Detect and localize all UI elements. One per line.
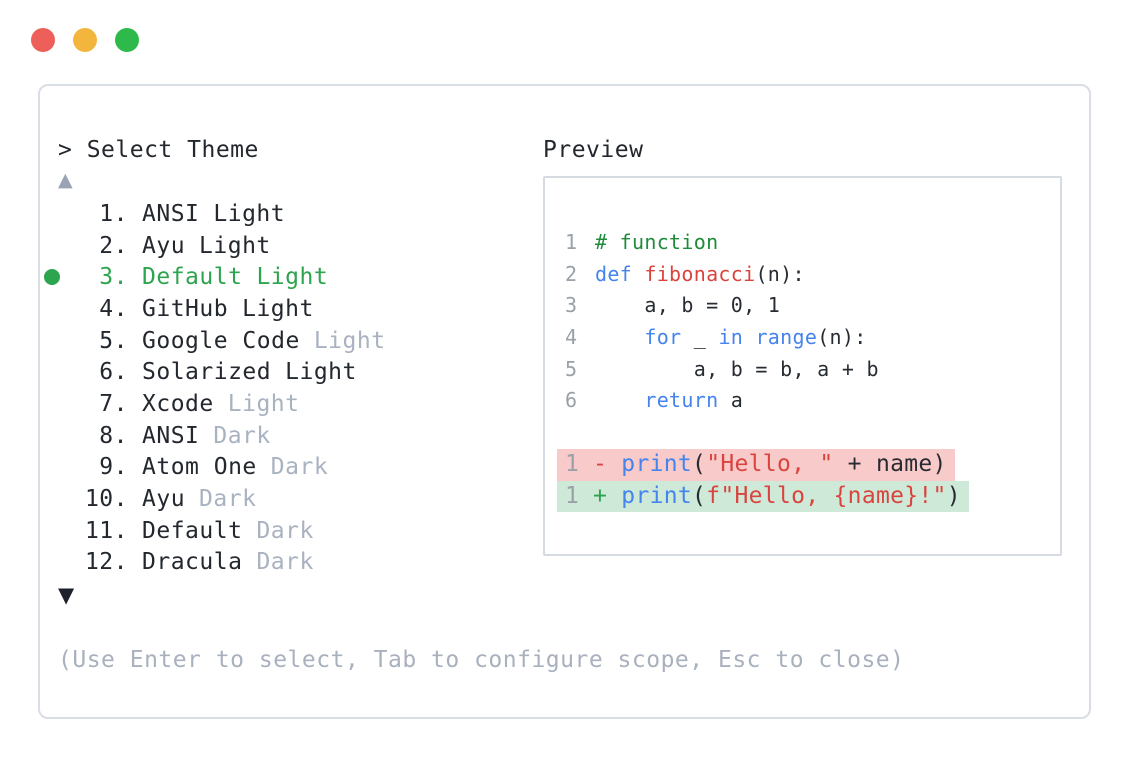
theme-list-item[interactable]: 12. Dracula Dark (42, 547, 386, 579)
theme-number: 12. (84, 549, 128, 576)
marker-spacer (42, 331, 62, 351)
marker-spacer (42, 521, 62, 541)
theme-number: 3. (99, 264, 128, 291)
preview-box: 1 # function 2 def fibonacci(n): 3 a, b = 0,… (543, 176, 1062, 556)
marker-spacer (42, 552, 62, 572)
theme-list-item[interactable]: 5. Google Code Light (42, 325, 386, 357)
marker-spacer (42, 457, 62, 477)
theme-name: Solarized (142, 359, 272, 386)
marker-spacer (42, 299, 62, 319)
theme-name: Atom One (142, 454, 257, 481)
code-text: for _ in range(n): (644, 325, 867, 350)
theme-list-item[interactable]: 3. Default Light (42, 261, 386, 293)
theme-number: 6. (99, 359, 128, 386)
theme-number: 9. (99, 454, 128, 481)
theme-list-item[interactable]: 2. Ayu Light (42, 230, 386, 262)
zoom-button[interactable] (115, 28, 139, 52)
theme-name: ANSI (142, 200, 200, 227)
theme-name: Ayu (142, 486, 186, 513)
line-number: 5 (565, 356, 578, 381)
code-line: 1 # function (565, 227, 1060, 259)
code-text: a, b = b, a + b (595, 356, 879, 381)
code-line: 5 a, b = b, a + b (565, 354, 1060, 386)
diff-block: 1 - print("Hello, " + name) 1 + print(f"Hel… (557, 448, 1060, 513)
marker-spacer (42, 362, 62, 382)
line-number: 1 (565, 482, 579, 509)
theme-number: 1. (99, 200, 128, 227)
line-number: 2 (565, 261, 578, 286)
code-text: + print(f"Hello, {name}!") (593, 482, 961, 509)
selected-indicator-dot (42, 267, 62, 287)
theme-list-item[interactable]: 10. Ayu Dark (42, 483, 386, 515)
theme-number: 10. (84, 486, 128, 513)
theme-list-item[interactable]: 7. Xcode Light (42, 388, 386, 420)
theme-variant: Dark (256, 549, 314, 576)
theme-variant: Light (227, 390, 300, 417)
theme-variant: Dark (199, 486, 257, 513)
line-number: 6 (565, 388, 578, 413)
theme-variant: Light (213, 200, 286, 227)
theme-name: Default (142, 517, 243, 544)
line-number: 1 (565, 450, 579, 477)
theme-list-item[interactable]: 11. Default Dark (42, 515, 386, 547)
theme-number: 7. (99, 390, 128, 417)
theme-list-item[interactable]: 8. ANSI Dark (42, 420, 386, 452)
theme-name: GitHub (142, 295, 229, 322)
theme-name: ANSI (142, 422, 200, 449)
theme-name: Ayu (142, 232, 186, 259)
theme-variant: Light (242, 295, 314, 322)
line-number: 4 (565, 325, 578, 350)
code-line: 4 for _ in range(n): (565, 322, 1060, 354)
theme-number: 5. (99, 327, 128, 354)
theme-number: 2. (99, 232, 128, 259)
code-blank-line (565, 417, 1060, 449)
line-number: 1 (565, 230, 578, 254)
marker-spacer (42, 426, 62, 446)
code-line: 3 a, b = 0, 1 (565, 290, 1060, 322)
theme-name: Dracula (142, 549, 243, 576)
code-text: - print("Hello, " + name) (593, 450, 947, 477)
line-number: 3 (565, 293, 578, 318)
theme-picker-panel: > Select Theme Preview ▲ 1. ANSI Light 2. Ay… (38, 84, 1091, 719)
theme-number: 11. (84, 517, 128, 544)
code-text: a, b = 0, 1 (595, 293, 781, 318)
close-button[interactable] (31, 28, 55, 52)
theme-variant: Dark (213, 422, 271, 449)
theme-list-item[interactable]: 9. Atom One Dark (42, 452, 386, 484)
theme-variant: Light (199, 232, 271, 259)
theme-name: Xcode (142, 390, 214, 417)
marker-spacer (42, 236, 62, 256)
marker-spacer (42, 204, 62, 224)
theme-variant: Dark (256, 517, 314, 544)
theme-variant: Light (256, 264, 329, 291)
theme-variant: Light (285, 359, 357, 386)
marker-spacer (42, 394, 62, 414)
select-theme-prompt: > Select Theme (58, 137, 259, 163)
theme-list-item[interactable]: 4. GitHub Light (42, 293, 386, 325)
window-controls (31, 28, 139, 52)
diff-removed-line: 1 - print("Hello, " + name) (557, 448, 955, 481)
code-block: 1 # function 2 def fibonacci(n): 3 a, b = 0,… (565, 227, 1060, 417)
theme-list-item[interactable]: 6. Solarized Light (42, 356, 386, 388)
preview-label: Preview (543, 137, 644, 163)
theme-name: Default (142, 264, 243, 291)
theme-list-item[interactable]: 1. ANSI Light (42, 198, 386, 230)
code-line: 6 return a (565, 385, 1060, 417)
keyboard-hint: (Use Enter to select, Tab to configure s… (58, 647, 905, 673)
code-text: return a (644, 388, 744, 413)
marker-spacer (42, 489, 62, 509)
code-text: def fibonacci(n): (595, 261, 805, 286)
scroll-up-icon[interactable]: ▲ (58, 169, 73, 191)
theme-variant: Light (313, 327, 386, 354)
theme-number: 8. (99, 422, 128, 449)
theme-name: Google Code (142, 327, 300, 354)
diff-added-line: 1 + print(f"Hello, {name}!") (557, 480, 969, 513)
theme-variant: Dark (270, 454, 329, 481)
code-text: # function (595, 230, 719, 254)
theme-number: 4. (99, 295, 128, 322)
minimize-button[interactable] (73, 28, 97, 52)
scroll-down-icon[interactable]: ▼ (58, 583, 75, 607)
code-line: 2 def fibonacci(n): (565, 259, 1060, 291)
